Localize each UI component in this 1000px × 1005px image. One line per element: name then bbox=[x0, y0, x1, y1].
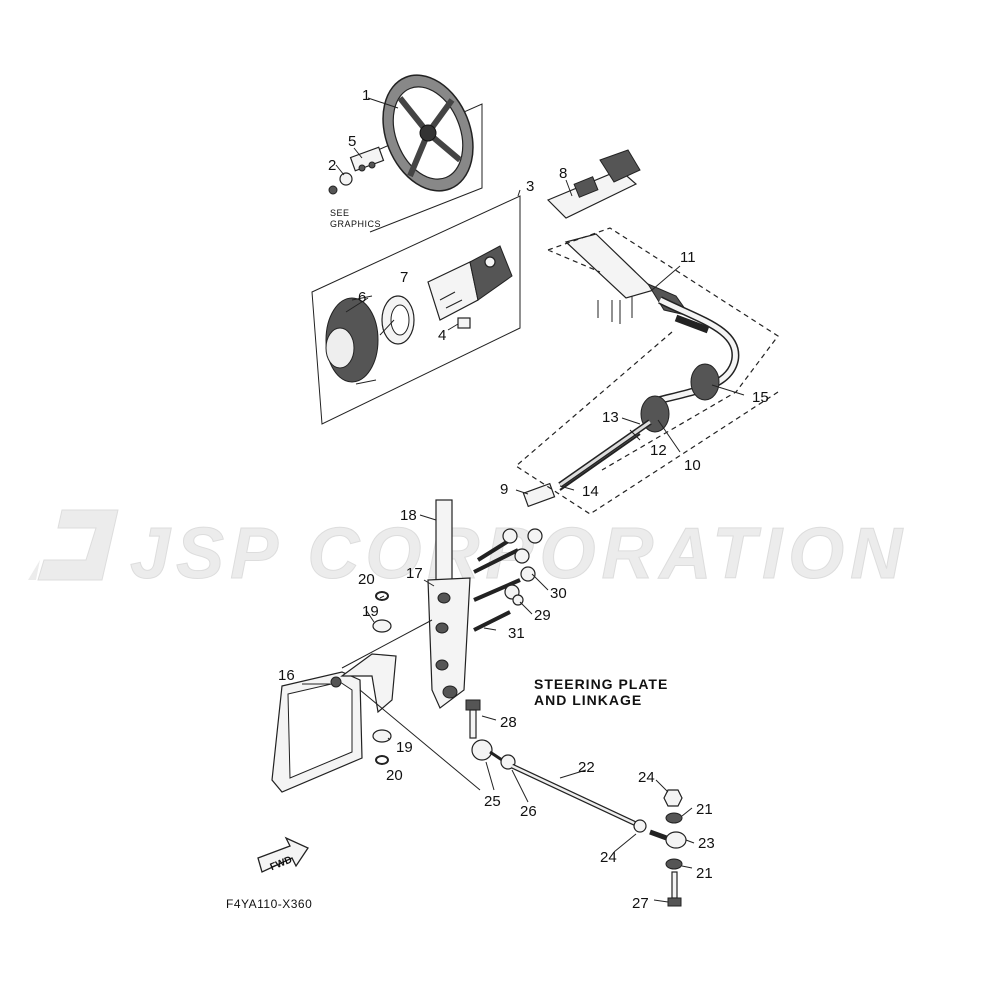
see-graphics-line2: GRAPHICS bbox=[330, 219, 381, 229]
callout-24a: 24 bbox=[638, 769, 655, 786]
callout-25: 25 bbox=[484, 793, 501, 810]
see-graphics-line1: SEE bbox=[330, 208, 350, 218]
callout-1: 1 bbox=[362, 87, 370, 104]
callout-10: 10 bbox=[684, 457, 701, 474]
callout-31: 31 bbox=[508, 625, 525, 642]
callout-numbers: 1 2 3 4 5 6 7 8 9 10 11 12 13 14 15 16 1… bbox=[278, 87, 769, 912]
callout-3: 3 bbox=[526, 178, 534, 195]
callout-21a: 21 bbox=[696, 801, 713, 818]
callout-9: 9 bbox=[500, 481, 508, 498]
callout-23: 23 bbox=[698, 835, 715, 852]
callout-16: 16 bbox=[278, 667, 295, 684]
callout-22: 22 bbox=[578, 759, 595, 776]
callout-5: 5 bbox=[348, 133, 356, 150]
callout-21b: 21 bbox=[696, 865, 713, 882]
callout-29: 29 bbox=[534, 607, 551, 624]
helm-bezel bbox=[325, 295, 379, 385]
callout-20b: 20 bbox=[386, 767, 403, 784]
callout-8: 8 bbox=[559, 165, 567, 182]
helm-assembly bbox=[311, 74, 521, 425]
callout-17: 17 bbox=[406, 565, 423, 582]
callout-12: 12 bbox=[650, 442, 667, 459]
callout-6: 6 bbox=[358, 289, 366, 306]
callout-13: 13 bbox=[602, 409, 619, 426]
callout-4: 4 bbox=[438, 327, 446, 344]
callout-24b: 24 bbox=[600, 849, 617, 866]
callout-19b: 19 bbox=[396, 739, 413, 756]
callout-20a: 20 bbox=[358, 571, 375, 588]
section-title-line1: STEERING PLATE bbox=[534, 676, 668, 692]
steering-linkage bbox=[271, 499, 687, 907]
diagram-code: F4YA110-X360 bbox=[226, 897, 312, 911]
section-title-line2: AND LINKAGE bbox=[534, 692, 642, 708]
cable-assembly bbox=[515, 149, 779, 515]
helm-unit bbox=[427, 245, 513, 321]
callout-2: 2 bbox=[328, 157, 336, 174]
callout-11: 11 bbox=[680, 249, 696, 266]
callout-7: 7 bbox=[400, 269, 408, 286]
callout-28: 28 bbox=[500, 714, 517, 731]
callout-18: 18 bbox=[400, 507, 417, 524]
leader-lines bbox=[302, 97, 745, 903]
callout-14: 14 bbox=[582, 483, 599, 500]
callout-27: 27 bbox=[632, 895, 649, 912]
callout-19a: 19 bbox=[362, 603, 379, 620]
callout-30: 30 bbox=[550, 585, 567, 602]
callout-15: 15 bbox=[752, 389, 769, 406]
callout-26: 26 bbox=[520, 803, 537, 820]
steering-wheel bbox=[382, 74, 474, 192]
fwd-arrow-icon: FWD bbox=[257, 836, 309, 873]
